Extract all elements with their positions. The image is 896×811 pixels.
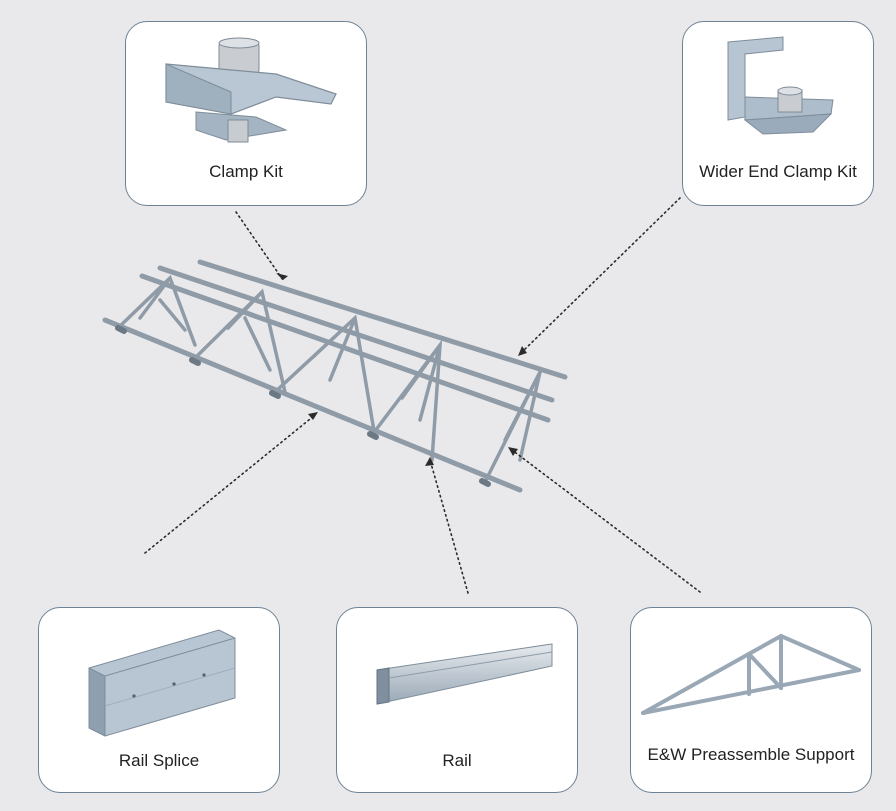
leader-rail-splice bbox=[144, 414, 316, 554]
truss-2 bbox=[193, 288, 287, 394]
rail-label: Rail bbox=[442, 751, 472, 770]
wider-end-clamp-illustration bbox=[727, 36, 834, 135]
clamp-kit-illustration bbox=[165, 37, 337, 143]
leader-rail bbox=[429, 459, 469, 594]
clamp-kit-label: Clamp Kit bbox=[209, 162, 283, 181]
wider-end-clamp-kit-label: Wider End Clamp Kit bbox=[699, 162, 857, 181]
top-rail-1 bbox=[197, 259, 568, 380]
component-card-wider-end-clamp-kit[interactable]: Wider End Clamp Kit bbox=[682, 21, 874, 206]
component-card-rail-splice[interactable]: Rail Splice bbox=[38, 607, 280, 793]
arrow-head-support bbox=[508, 447, 518, 456]
leader-wider-end-clamp bbox=[521, 197, 681, 353]
arrow-head-wider bbox=[518, 346, 527, 356]
truss-3 bbox=[273, 314, 377, 439]
rail-splice-label: Rail Splice bbox=[118, 751, 200, 770]
rail-illustration bbox=[376, 643, 553, 705]
ew-preassemble-support-label: E&W Preassemble Support bbox=[647, 745, 855, 764]
truss-1 bbox=[116, 274, 197, 347]
arrow-head-rail bbox=[425, 457, 434, 466]
ew-support-illustration bbox=[641, 634, 861, 715]
truss-5 bbox=[483, 370, 542, 484]
truss-4 bbox=[370, 339, 443, 462]
leader-clamp-kit bbox=[235, 211, 284, 281]
leader-support bbox=[511, 449, 701, 593]
component-card-clamp-kit[interactable]: Clamp Kit bbox=[125, 21, 367, 206]
rail-splice-illustration bbox=[88, 629, 236, 737]
top-rail-3 bbox=[139, 273, 551, 423]
arrow-head-splice bbox=[308, 412, 318, 420]
component-card-ew-preassemble-support[interactable]: E&W Preassemble Support bbox=[630, 607, 872, 793]
bottom-rail bbox=[102, 317, 523, 493]
arrow-head-clamp bbox=[276, 273, 288, 280]
component-card-rail[interactable]: Rail bbox=[336, 607, 578, 793]
